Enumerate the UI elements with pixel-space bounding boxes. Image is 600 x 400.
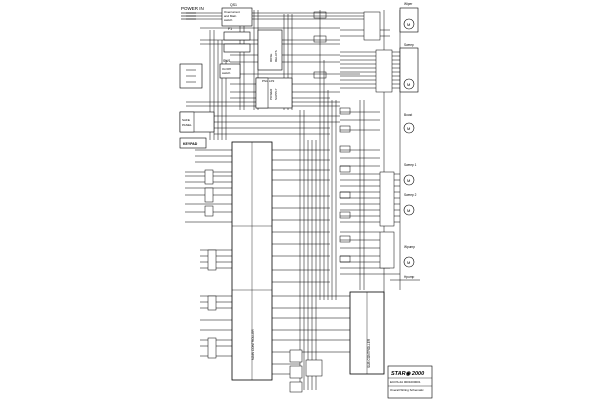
motor-sweep-1: Sweep 1 M: [403, 163, 417, 186]
safe-panel-block: SAFE PANEL: [179, 111, 215, 133]
motor-sweep-2: Sweep 2 M: [403, 193, 417, 216]
main-switch-line2: and Main: [224, 14, 237, 18]
power-in: POWER IN: [181, 6, 204, 20]
motor-sweep2-label: Sweep 2: [404, 193, 417, 197]
sub-controller-label: SUB CONTROLLER: [367, 338, 371, 368]
motor-wpump: Wpump M: [403, 245, 415, 268]
psu-line1: PSU LP2: [262, 79, 275, 83]
relay-contacts: [313, 11, 351, 263]
psu-block: PSU LP2 POWER SUPPLY: [255, 77, 293, 109]
fuse-ref: F1: [228, 27, 232, 31]
motor-sweep-symbol: M: [407, 82, 410, 87]
main-controller-label: MAIN CONTROLLER: [251, 329, 255, 360]
motor-boost-label: Boost: [404, 113, 412, 117]
title-block: STAR◉ 2000 ECOS-2A 0001000001 Overall Wi…: [387, 365, 433, 399]
motor-sweep2-symbol: M: [407, 208, 410, 213]
safe-panel-line2: PANEL: [182, 123, 192, 127]
psu-line3: SUPPLY: [274, 88, 278, 100]
relays-block: RDSE RELAYS: [257, 29, 283, 71]
vertical-buses: [209, 10, 401, 390]
keypad-block: KEYPAD: [179, 137, 207, 149]
motor-wiper-symbol: M: [407, 22, 410, 27]
doc-number: ECOS-2A 0001000001: [390, 380, 421, 384]
plug-box: [179, 63, 203, 89]
motor-sweep-label: Sweep: [404, 43, 414, 47]
motor-wiper-label: Wiper: [404, 2, 413, 6]
main-switch-block: QS1 Overcurrent and Main switch: [221, 3, 253, 27]
main-switch-line1: Overcurrent: [224, 10, 240, 14]
safe-panel-line1: SAFE: [182, 118, 190, 122]
brand-logo: STAR◉ 2000: [391, 371, 424, 377]
motor-sweep1-label: Sweep 1: [404, 163, 417, 167]
motor-boost-symbol: M: [407, 126, 410, 131]
motor-sweep: Sweep M: [399, 43, 419, 93]
keypad-label: KEYPAD: [183, 142, 198, 146]
relays-line1: RDSE: [269, 54, 273, 62]
terminal-strips: [363, 11, 395, 269]
motor-wiper: Wiper M: [399, 2, 419, 33]
relays-line2: RELAYS: [274, 50, 278, 62]
motor-hpump-label: Hpump: [404, 275, 415, 279]
power-in-label: POWER IN: [181, 6, 204, 11]
sub-controller: SUB CONTROLLER: [349, 291, 385, 375]
motor-boost: Boost M: [403, 113, 415, 134]
bottom-relays: [289, 349, 323, 393]
psu-line2: POWER: [269, 88, 273, 100]
motor-wpump-label: Wpump: [404, 245, 415, 249]
motor-wpump-symbol: M: [407, 260, 410, 265]
fuse-block: F1: [223, 27, 251, 53]
sheet-title: Overall Wiring Schematic: [390, 388, 424, 392]
input-connectors: [204, 169, 217, 359]
motor-hpump: Hpump: [390, 275, 420, 281]
onoff-switch-line2: switch: [222, 71, 231, 75]
motor-sweep1-symbol: M: [407, 178, 410, 183]
main-switch-ref: QS1: [230, 3, 237, 7]
onoff-switch-ref: SW1: [223, 59, 231, 63]
onoff-switch-line1: On/Off: [222, 67, 231, 71]
main-switch-line3: switch: [224, 18, 233, 22]
onoff-switch-block: SW1 On/Off switch: [219, 59, 241, 79]
main-controller: MAIN CONTROLLER: [231, 141, 273, 381]
